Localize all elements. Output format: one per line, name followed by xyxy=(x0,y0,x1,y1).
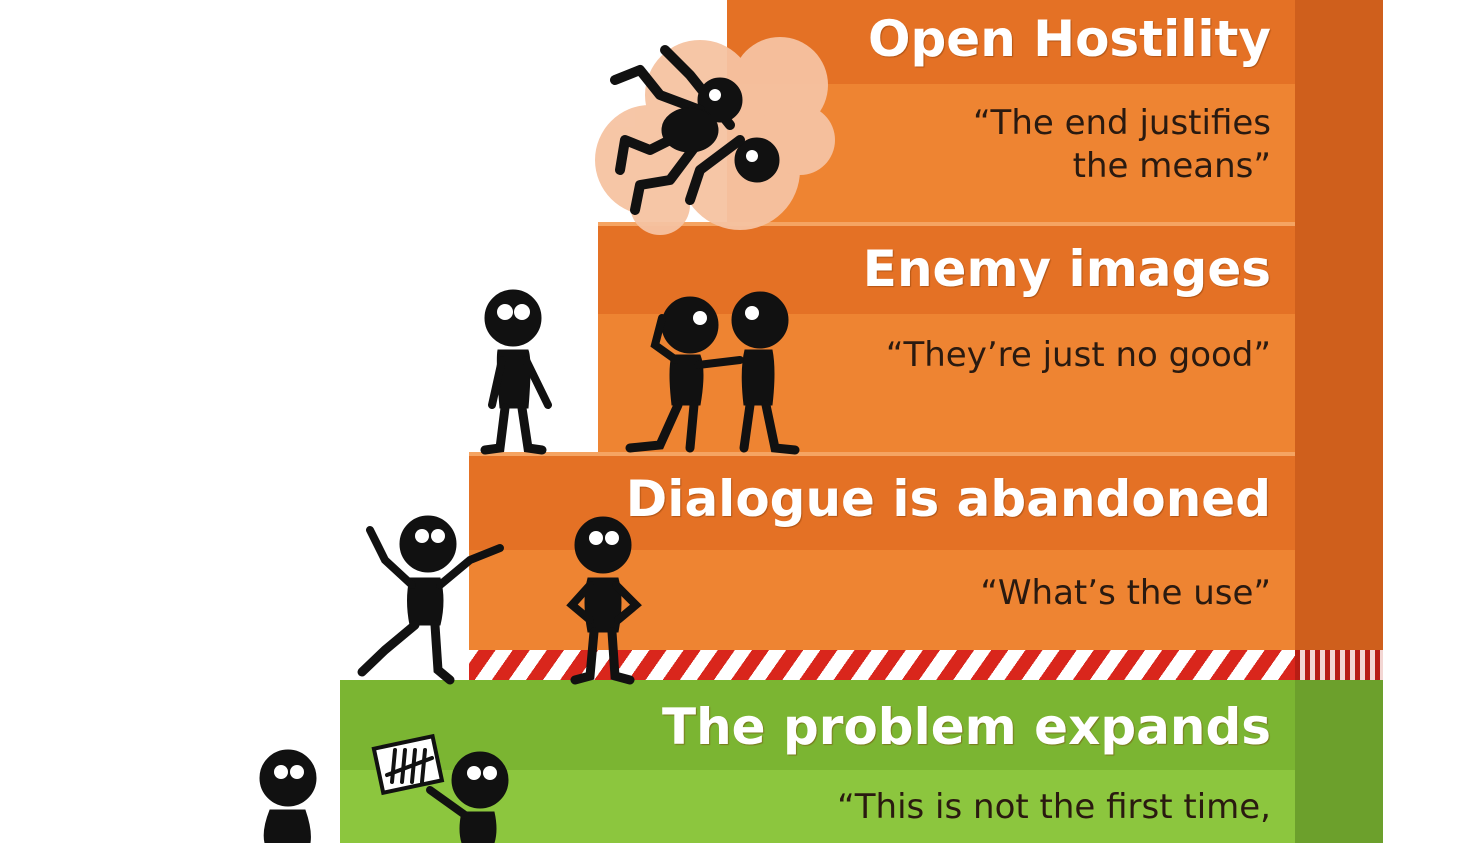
gesturing-figure-icon xyxy=(357,515,504,685)
warning-stripe xyxy=(469,650,1295,680)
step-quote: “They’re just no good” xyxy=(886,334,1271,377)
step-edge xyxy=(598,222,1295,226)
quote-line: “What’s the use” xyxy=(980,573,1271,613)
step-title: The problem expands xyxy=(661,698,1271,756)
step-title: Enemy images xyxy=(862,240,1271,298)
quote-line: “They’re just no good” xyxy=(885,335,1271,375)
fighting-figures-icon xyxy=(610,45,780,215)
step-quote: “The end justifies the means” xyxy=(973,102,1271,187)
counting-figure-icon xyxy=(371,733,509,843)
step-dialogue-abandoned-side xyxy=(1295,454,1383,650)
quote-line: “This is not the first time, xyxy=(837,787,1271,827)
step-enemy-images-side xyxy=(1295,224,1383,460)
step-title: Open Hostility xyxy=(868,10,1271,68)
step-title: Dialogue is abandoned xyxy=(625,470,1271,528)
step-quote: “What’s the use” xyxy=(980,572,1271,615)
observing-figure-icon xyxy=(259,749,317,843)
hands-on-hips-figure-icon xyxy=(566,516,642,685)
step-problem-expands-side xyxy=(1295,680,1383,843)
warning-stripe-side xyxy=(1295,650,1383,680)
whispering-figures-icon xyxy=(625,291,800,455)
step-quote: “This is not the first time, xyxy=(837,786,1271,829)
quote-line: the means” xyxy=(1072,145,1271,186)
step-problem-expands-title-band xyxy=(340,680,1295,770)
quote-line: “The end justifies xyxy=(972,103,1271,143)
step-enemy-images-title-band xyxy=(598,224,1295,314)
worried-figure-icon xyxy=(480,289,552,455)
step-open-hostility-side xyxy=(1295,0,1383,232)
step-edge xyxy=(469,452,1295,456)
